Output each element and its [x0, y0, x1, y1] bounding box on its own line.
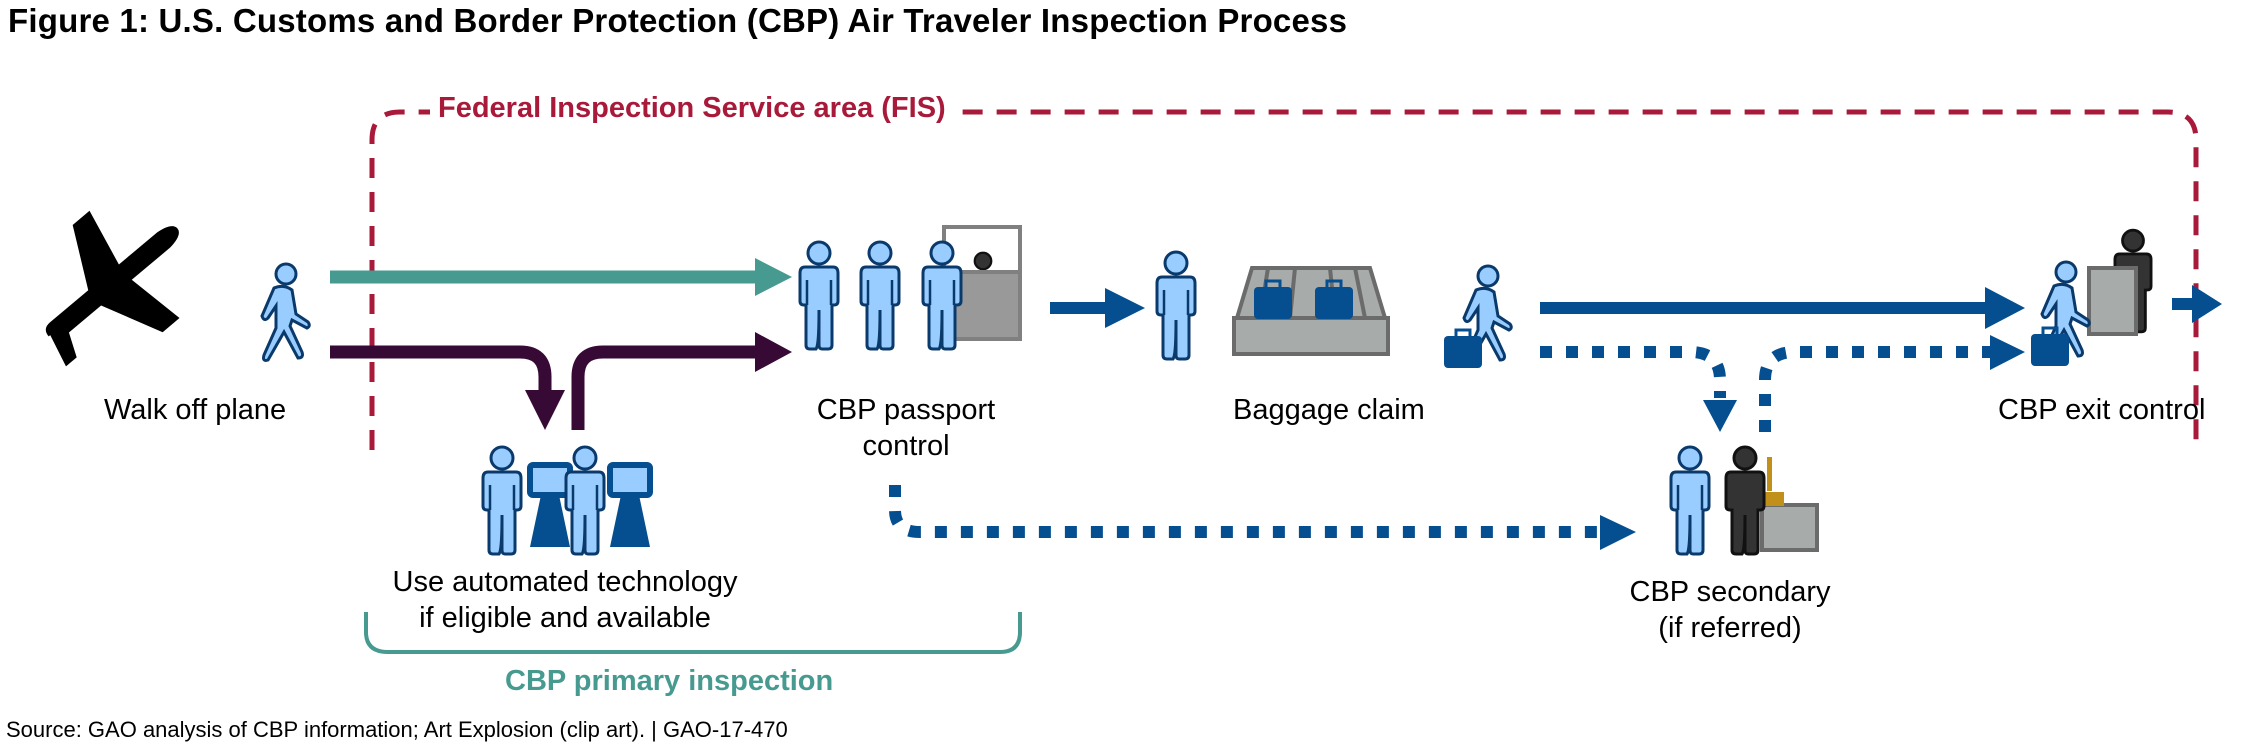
traveler-icon: [564, 445, 606, 556]
walk-off-label: Walk off plane: [104, 394, 287, 426]
purple-arrow-from-kiosk: [571, 345, 760, 430]
fis-boundary: [369, 109, 2199, 450]
officer-icon: [1724, 445, 1766, 556]
traveler-icon: [1669, 445, 1711, 556]
figure-title: Figure 1: U.S. Customs and Border Protec…: [8, 2, 1348, 39]
passport-label: CBP passport control: [816, 394, 996, 462]
airplane-icon: [45, 210, 180, 367]
source-note: Source: GAO analysis of CBP information;…: [6, 717, 788, 742]
traveler-icon: [798, 240, 840, 351]
primary-inspection-label: CBP primary inspection: [505, 665, 834, 697]
fis-label: Federal Inspection Service area (FIS): [430, 92, 954, 125]
secondary-desk-icon: [1760, 503, 1819, 552]
kiosk-icon: [610, 465, 650, 547]
primary-inspection-bracket: [364, 612, 1022, 654]
exit-booth-icon: [2087, 266, 2138, 336]
dotted-arrow-from-secondary: [1759, 346, 1990, 432]
dotted-arrow-to-secondary: [1540, 346, 1726, 398]
purple-arrow-to-kiosk: [330, 345, 552, 395]
secondary-label: CBP secondary (if referred): [1629, 576, 1831, 644]
exit-label: CBP exit control: [1998, 394, 2206, 426]
dotted-arrow-passport-to-secondary: [889, 485, 1600, 538]
automated-label: Use automated technology if eligible and…: [392, 566, 738, 634]
walking-traveler-icon: [260, 262, 311, 362]
traveler-icon: [1155, 250, 1197, 361]
baggage-label: Baggage claim: [1233, 394, 1425, 426]
kiosk-icon: [530, 465, 570, 547]
traveler-icon: [481, 445, 523, 556]
traveler-icon: [859, 240, 901, 351]
